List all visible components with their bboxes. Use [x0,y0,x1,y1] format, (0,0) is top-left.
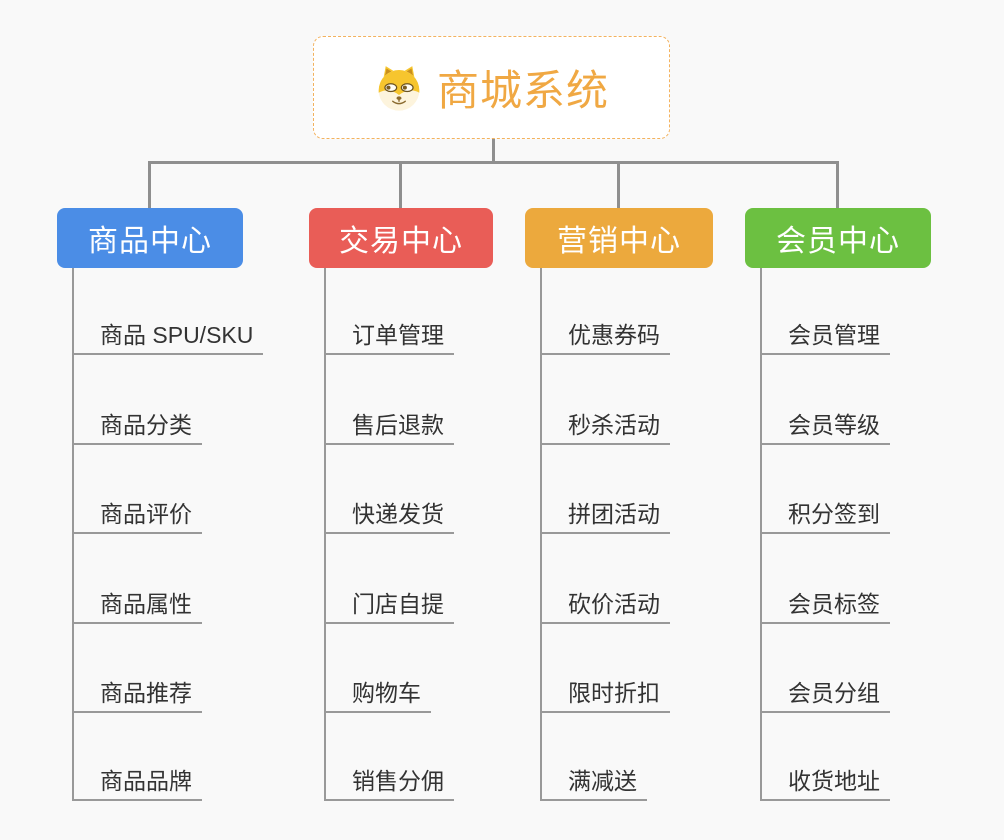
leaf-item[interactable]: 商品分类 [72,413,202,445]
leaf-item[interactable]: 优惠券码 [540,323,670,355]
leaf-item[interactable]: 快递发货 [324,502,454,534]
root-node[interactable]: 商城系统 [313,36,670,139]
branch-header-marketing-center[interactable]: 营销中心 [525,208,713,268]
leaf-item[interactable]: 秒杀活动 [540,413,670,445]
leaf-item[interactable]: 门店自提 [324,592,454,624]
leaf-item[interactable]: 会员管理 [760,323,890,355]
leaf-item[interactable]: 商品 SPU/SKU [72,323,264,355]
branch-header-member-center[interactable]: 会员中心 [745,208,931,268]
leaf-item[interactable]: 限时折扣 [540,681,670,713]
leaf-item[interactable]: 会员等级 [760,413,890,445]
connector-line [399,161,402,208]
connector-line [148,161,151,208]
leaf-item[interactable]: 商品属性 [72,592,202,624]
leaf-item[interactable]: 商品评价 [72,502,202,534]
doge-icon [378,65,420,111]
connector-line [760,268,762,801]
leaf-item[interactable]: 购物车 [324,681,431,713]
leaf-item[interactable]: 售后退款 [324,413,454,445]
leaf-item[interactable]: 砍价活动 [540,592,670,624]
connector-line [324,268,326,801]
leaf-item[interactable]: 订单管理 [324,323,454,355]
leaf-item[interactable]: 满减送 [540,769,647,801]
connector-line [72,268,74,801]
branch-header-trade-center[interactable]: 交易中心 [309,208,493,268]
leaf-item[interactable]: 拼团活动 [540,502,670,534]
root-title: 商城系统 [436,67,609,114]
connector-line [617,161,620,208]
connector-line [492,139,495,164]
connector-line [836,161,839,208]
leaf-item[interactable]: 商品品牌 [72,769,202,801]
leaf-item[interactable]: 积分签到 [760,502,890,534]
leaf-item[interactable]: 会员分组 [760,681,890,713]
connector-line [148,161,839,164]
leaf-item[interactable]: 会员标签 [760,592,890,624]
connector-line [540,268,542,801]
leaf-item[interactable]: 销售分佣 [324,769,454,801]
leaf-item[interactable]: 商品推荐 [72,681,202,713]
branch-header-product-center[interactable]: 商品中心 [57,208,243,268]
leaf-item[interactable]: 收货地址 [760,769,890,801]
